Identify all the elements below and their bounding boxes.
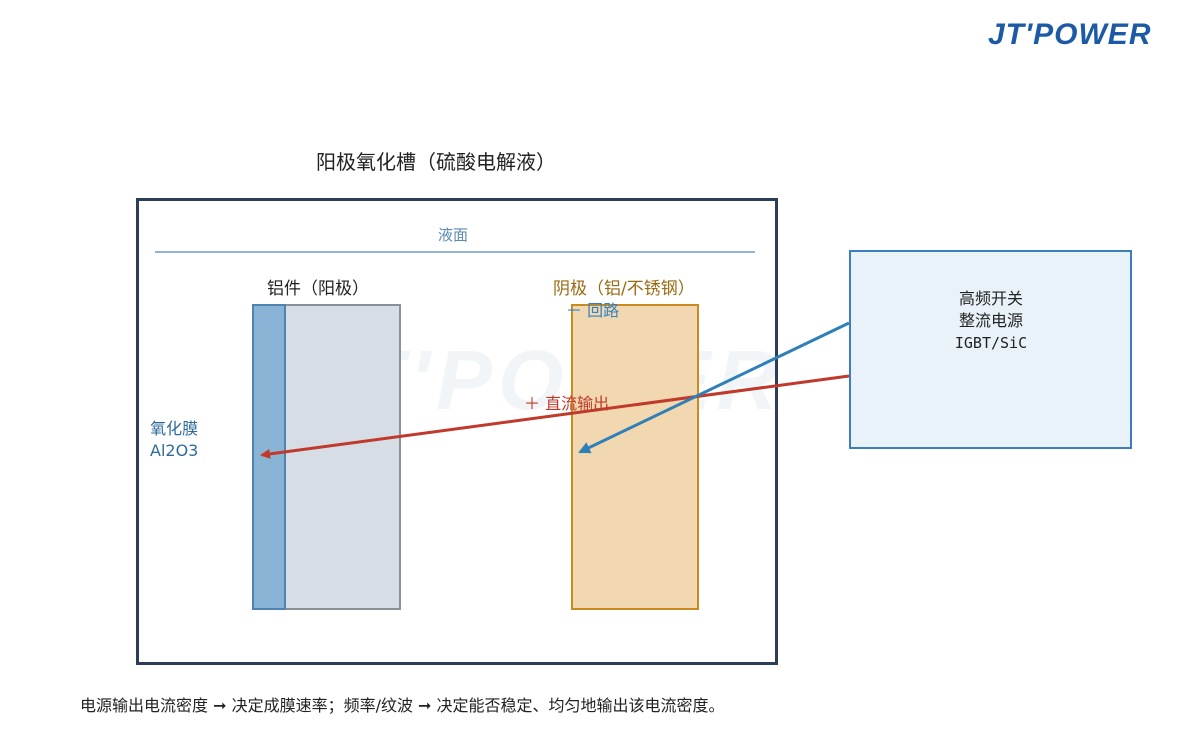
brand-logo: JT'POWER <box>988 18 1152 51</box>
power-supply-label-line2: 整流电源 <box>958 311 1023 330</box>
power-supply-label-line3: IGBT/SiC <box>954 334 1028 352</box>
oxide-film-label: 氧化膜 Al2O3 <box>150 418 198 462</box>
anode-label: 铝件（阳极） <box>267 279 369 299</box>
power-supply-label-line1: 高频开关 <box>958 289 1023 308</box>
power-supply-label: 高频开关 整流电源 IGBT/SiC <box>849 288 1133 354</box>
dc-output-arrow <box>260 374 850 459</box>
return-path-label: － 回路 <box>566 301 620 320</box>
diagram-title: 阳极氧化槽（硫酸电解液） <box>316 150 556 174</box>
oxide-film-label-line1: 氧化膜 <box>150 419 199 438</box>
dc-output-label: ＋ 直流输出 <box>524 394 610 413</box>
caption: 电源输出电流密度 ➞ 决定成膜速率；频率/纹波 ➞ 决定能否稳定、均匀地输出该电… <box>80 696 725 715</box>
anodizing-tank <box>136 198 778 665</box>
oxide-film-label-line2: Al2O3 <box>150 441 199 460</box>
return-arrow <box>578 321 850 454</box>
liquid-surface-label: 液面 <box>438 226 469 244</box>
cathode-plate <box>571 304 699 610</box>
liquid-surface-line <box>155 251 755 253</box>
power-supply-box <box>849 250 1132 449</box>
cathode-label: 阴极（铝/不锈钢） <box>553 279 695 299</box>
